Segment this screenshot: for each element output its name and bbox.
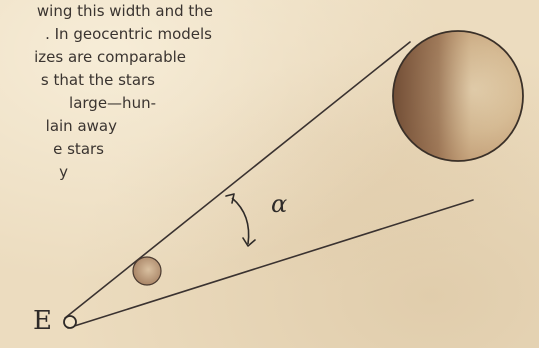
small-sphere [133, 257, 161, 285]
angle-arc [226, 194, 255, 246]
lower-tangent-line [68, 200, 473, 328]
observer-point [64, 316, 76, 328]
observer-label: E [33, 306, 53, 336]
large-sphere [393, 31, 523, 161]
upper-tangent-line [65, 42, 410, 318]
angle-label: α [271, 190, 287, 218]
